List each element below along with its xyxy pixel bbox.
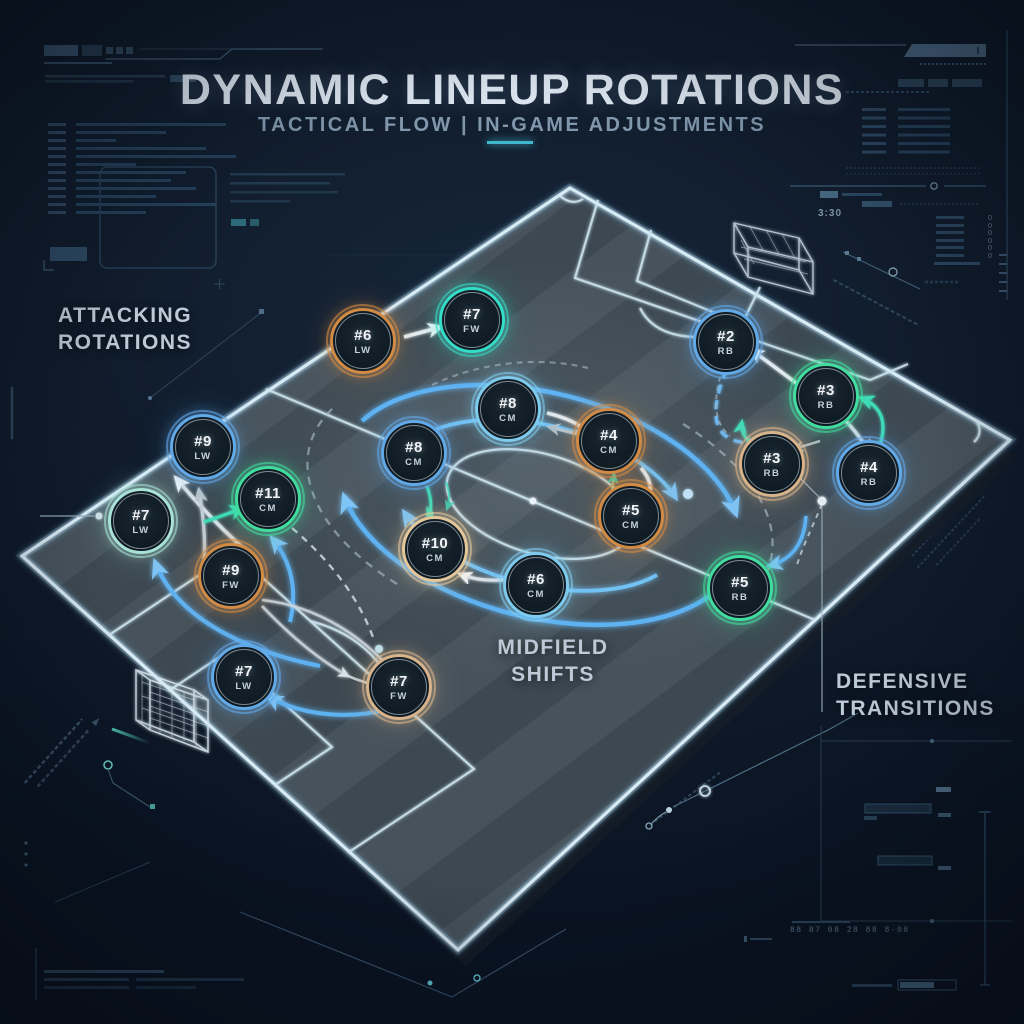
player-role: LW xyxy=(235,680,253,692)
stat-label-bar xyxy=(936,223,964,227)
zone-label-defensive-transitions: DEFENSIVE TRANSITIONS xyxy=(836,670,995,721)
player-number: #8 xyxy=(405,438,423,456)
stat-value: 0 xyxy=(987,220,992,230)
player-role: RB xyxy=(860,476,878,488)
stat-value: 0 xyxy=(987,235,992,245)
hud-stat-row: 0 xyxy=(936,244,992,252)
player-number: #10 xyxy=(421,534,449,552)
stat-value: 0 xyxy=(987,243,992,252)
player-number: #9 xyxy=(194,432,212,450)
player-number: #5 xyxy=(622,501,640,519)
hud-decor-top-left xyxy=(10,45,345,440)
player-role: CM xyxy=(600,444,618,456)
player-number: #7 xyxy=(235,662,253,680)
goal-top-right xyxy=(733,222,814,295)
player-role: CM xyxy=(622,519,640,531)
hud-decor-bottom-center xyxy=(239,911,567,998)
player-number: #4 xyxy=(600,426,618,444)
zone-label-midfield-shifts: MIDFIELD SHIFTS xyxy=(497,636,609,687)
player-role: RB xyxy=(763,467,781,479)
stat-value: 0 xyxy=(987,228,992,237)
hud-stat-row: 0 xyxy=(936,229,992,237)
player-number: #7 xyxy=(463,305,481,323)
player-number: #7 xyxy=(390,672,408,690)
hud-ticker-readout: 88 87 08 28 88 8-08 xyxy=(790,926,910,935)
player-number: #4 xyxy=(860,458,878,476)
hud-decor-bottom-left xyxy=(23,718,244,1000)
player-role: LW xyxy=(132,524,150,536)
stat-label-bar xyxy=(936,216,964,220)
player-role: CM xyxy=(499,412,517,424)
player-number: #2 xyxy=(717,327,735,345)
player-role: LW xyxy=(194,450,212,462)
player-number: #3 xyxy=(763,449,781,467)
player-role: CM xyxy=(259,502,277,514)
stat-label-bar xyxy=(936,253,964,257)
player-role: RB xyxy=(731,591,749,603)
player-number: #6 xyxy=(354,326,372,344)
goal-bottom-left xyxy=(135,668,209,754)
stat-label-bar xyxy=(936,246,964,250)
hud-stat-row: 0 xyxy=(936,250,992,260)
player-role: FW xyxy=(222,579,240,591)
title-underline xyxy=(487,141,533,144)
stat-label-bar xyxy=(936,231,964,235)
player-role: FW xyxy=(463,323,481,335)
zone-label-attacking-rotations: ATTACKING ROTATIONS xyxy=(58,304,193,355)
player-role: FW xyxy=(390,690,408,702)
player-number: #11 xyxy=(255,484,281,502)
corner-arc-right xyxy=(973,419,981,443)
hud-stat-row: 0 xyxy=(936,235,992,245)
connector-lines xyxy=(40,477,827,712)
player-number: #5 xyxy=(731,573,749,591)
player-role: LW xyxy=(354,344,372,356)
stat-value: 0 xyxy=(987,250,992,260)
page-title: DYNAMIC LINEUP ROTATIONS xyxy=(179,66,845,114)
player-role: CM xyxy=(527,588,545,600)
stat-label-bar xyxy=(936,238,964,242)
player-number: #9 xyxy=(222,561,240,579)
stat-value: 0 xyxy=(987,213,992,222)
player-number: #7 xyxy=(132,506,150,524)
center-spot xyxy=(529,497,537,505)
player-role: RB xyxy=(717,345,735,357)
corner-arc-top xyxy=(559,195,584,203)
player-number: #6 xyxy=(527,570,545,588)
goal-box-top xyxy=(635,229,761,326)
player-role: CM xyxy=(405,456,423,468)
player-number: #3 xyxy=(817,381,835,399)
player-role: CM xyxy=(426,552,444,564)
player-role: RB xyxy=(817,399,835,411)
hud-clock: 3:30 xyxy=(818,208,843,219)
hud-stat-row: 0 xyxy=(936,220,992,230)
hud-stat-row: 0 xyxy=(936,214,992,222)
player-number: #8 xyxy=(499,394,517,412)
page-subtitle: TACTICAL FLOW | IN-GAME ADJUSTMENTS xyxy=(257,114,767,136)
